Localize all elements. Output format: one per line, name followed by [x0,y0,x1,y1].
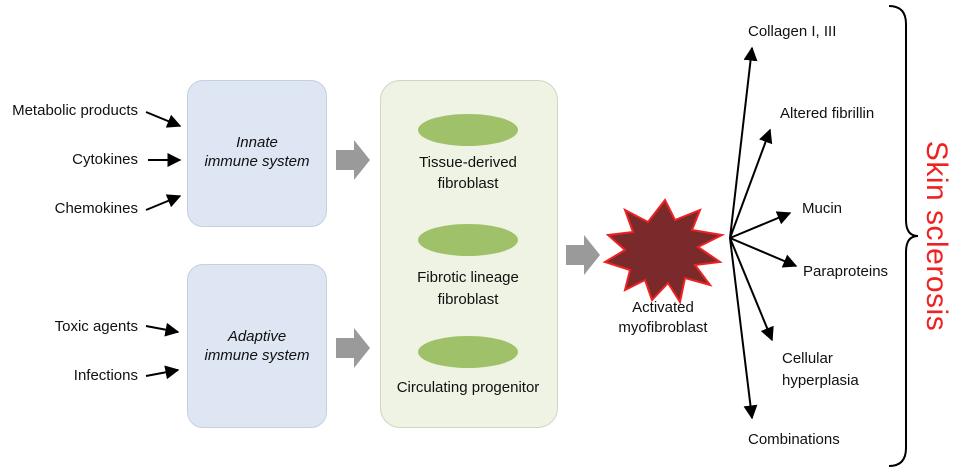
arrow-hyperplasia [729,237,774,342]
myofibroblast-line-2: myofibroblast [618,319,708,336]
input-infections: Infections [73,367,138,384]
outcome-combinations: Combinations [748,431,840,448]
arrow-paraproteins [729,237,798,268]
adaptive-box-line-2: immune system [204,347,310,364]
fibrotic-lineage-ellipse [418,224,518,256]
input-toxic-agents: Toxic agents [54,318,138,335]
tissue-fibroblast-ellipse [418,114,518,146]
fibrotic-lineage-line-2: fibroblast [437,291,499,308]
block-arrow-adaptive [336,328,370,368]
arrow-metabolic-products [145,111,182,128]
outcome-hyperplasia-line-2: hyperplasia [782,372,859,389]
arrow-collagen [729,46,758,239]
arrow-toxic-agents [145,322,180,337]
arrow-combinations [729,237,758,420]
adaptive-box-line-1: Adaptive [227,328,287,345]
block-arrow-innate [336,140,370,180]
block-arrow-myofibroblast [566,235,600,275]
arrow-chemokines [145,194,182,211]
skin-sclerosis-label: Skin sclerosis [920,140,953,332]
outcome-paraproteins: Paraproteins [803,263,889,280]
input-chemokines: Chemokines [54,200,138,217]
outcome-collagen: Collagen I, III [748,23,837,40]
outcome-mucin: Mucin [802,200,843,217]
myofibroblast-burst-icon [602,198,726,305]
tissue-fibroblast-line-1: Tissue-derived [419,154,517,171]
innate-immune-box: Innate immune system [187,80,327,227]
fibrotic-lineage-line-1: Fibrotic lineage [417,269,519,286]
outcome-fibrillin: Altered fibrillin [780,105,875,122]
input-metabolic-products: Metabolic products [12,102,138,119]
circulating-progenitor-ellipse [418,336,518,368]
innate-box-line-2: immune system [204,153,310,170]
circulating-progenitor-label: Circulating progenitor [396,379,540,396]
innate-box-line-1: Innate [236,134,278,151]
arrow-fibrillin [729,128,773,239]
outcome-brace [888,5,919,467]
arrow-mucin [729,211,792,239]
arrow-infections [145,365,180,380]
myofibroblast-line-1: Activated [632,299,694,316]
input-cytokines: Cytokines [72,151,138,168]
tissue-fibroblast-line-2: fibroblast [437,175,499,192]
adaptive-immune-box: Adaptive immune system [187,264,327,428]
outcome-hyperplasia-line-1: Cellular [782,350,833,367]
